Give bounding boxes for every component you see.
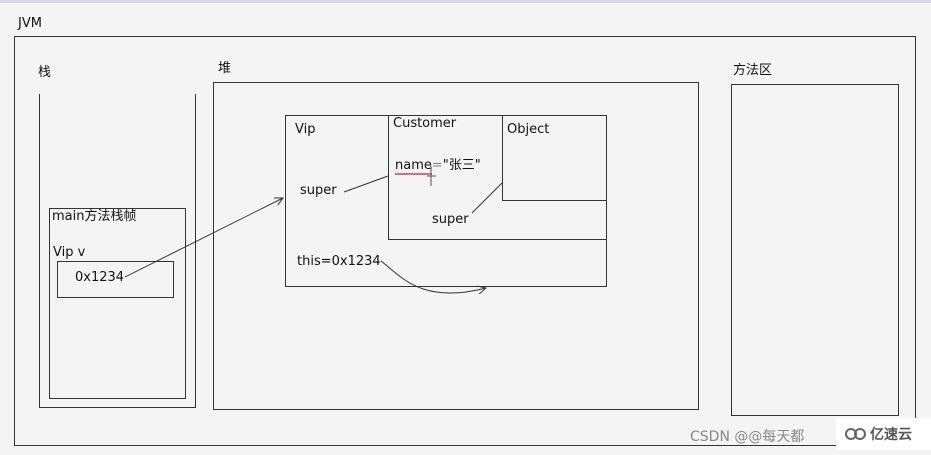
method-area-box bbox=[731, 84, 899, 416]
this-label: this=0x1234 bbox=[297, 254, 381, 269]
name-value: "张三" bbox=[442, 158, 481, 173]
cloud-icon bbox=[845, 428, 866, 440]
name-field: name="张三" bbox=[395, 158, 481, 175]
top-border bbox=[0, 0, 931, 3]
method-area-label: 方法区 bbox=[733, 63, 773, 78]
jvm-label: JVM bbox=[18, 16, 42, 31]
csdn-watermark: CSDN @@每天都 bbox=[690, 429, 805, 445]
name-eq: = bbox=[431, 158, 443, 173]
line-vip-super-to-customer bbox=[343, 175, 389, 193]
object-box bbox=[502, 115, 607, 201]
var-value-box bbox=[57, 261, 174, 298]
customer-super-label: super bbox=[432, 212, 469, 227]
var-label: Vip v bbox=[53, 245, 86, 260]
heap-box bbox=[213, 82, 699, 410]
var-address: 0x1234 bbox=[75, 270, 125, 285]
text-cursor-icon bbox=[427, 166, 436, 186]
line-customer-super-to-object bbox=[471, 182, 503, 214]
main-frame-label: main方法栈帧 bbox=[52, 209, 137, 224]
arrow-v-to-vip bbox=[124, 198, 283, 278]
yisu-logo bbox=[836, 418, 931, 450]
name-key: name bbox=[395, 158, 432, 175]
vip-super-label: super bbox=[300, 183, 337, 198]
stack-label: 栈 bbox=[38, 65, 52, 80]
object-label: Object bbox=[507, 122, 550, 137]
stack-region bbox=[39, 94, 196, 408]
main-frame-box bbox=[49, 208, 186, 399]
vip-label: Vip bbox=[295, 122, 316, 137]
arrow-this-self bbox=[380, 260, 486, 293]
heap-label: 堆 bbox=[218, 61, 232, 76]
customer-label: Customer bbox=[393, 116, 457, 131]
yisu-watermark: 亿速云 bbox=[870, 427, 912, 443]
jvm-box bbox=[14, 36, 916, 446]
